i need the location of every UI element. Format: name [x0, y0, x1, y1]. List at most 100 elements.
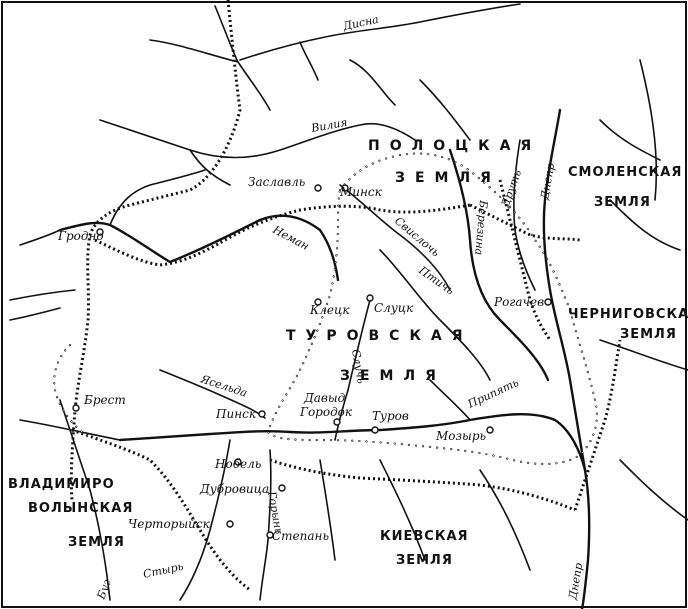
label-polotsk-1: ПОЛОЦКАЯ [368, 138, 541, 154]
river-disna-tributary [299, 41, 319, 81]
river-pripyat-west [19, 419, 121, 441]
town-zaslavl [314, 184, 322, 192]
label-rogachev: Рогачев [493, 295, 544, 309]
label-vladimir-3: ЗЕМЛЯ [68, 535, 125, 550]
label-grodno: Гродно [57, 229, 104, 243]
river-south-3 [479, 469, 531, 571]
label-kletsk: Клецк [309, 303, 350, 317]
label-smolensk-2: ЗЕМЛЯ [594, 195, 651, 210]
river-drut [513, 139, 536, 291]
label-zaslavl: Заславль [248, 175, 305, 189]
label-river-styr: Стырь [142, 560, 185, 581]
label-brest: Брест [83, 393, 126, 407]
town-stepan [266, 531, 274, 539]
river-dnepr-trib-e2 [609, 199, 681, 251]
label-chernigov-2: ЗЕМЛЯ [620, 327, 677, 342]
label-kiev-2: ЗЕМЛЯ [396, 553, 453, 568]
town-turov [371, 426, 379, 434]
river-south-2 [379, 459, 426, 561]
river-viliya [99, 119, 416, 159]
label-nobel: Нобель [214, 457, 261, 471]
label-river-neman: Неман [270, 223, 311, 253]
label-vladimir-2: ВОЛЫНСКАЯ [28, 501, 133, 516]
border-turov-dotted-inner [267, 153, 598, 465]
region-labels: ПОЛОЦКАЯ ЗЕМЛЯ СМОЛЕНСКАЯ ЗЕМЛЯ ТУРОВСКА… [8, 138, 688, 568]
label-polotsk-2: ЗЕМЛЯ [395, 170, 501, 186]
label-river-sluch: Случь [349, 348, 368, 384]
border-kiev [269, 458, 576, 512]
river-goryn [259, 449, 272, 601]
river-pripyat [118, 413, 587, 472]
label-kiev-1: КИЕВСКАЯ [380, 529, 469, 544]
label-river-bug: Буг [94, 577, 114, 602]
label-turov-1: ТУРОВСКАЯ [286, 328, 473, 344]
label-chertoryisk: Черторыйск [128, 517, 211, 531]
river-north-d [419, 79, 471, 141]
label-river-goryn: Горынь [265, 489, 285, 535]
river-north-b [149, 39, 271, 111]
label-slutsk: Слуцк [374, 301, 414, 315]
city-labels: Заславль Минск Гродно Клецк Слуцк Рогаче… [57, 175, 544, 543]
town-david-gorodok [333, 418, 341, 426]
border-dnepr-south [573, 339, 622, 511]
town-kletsk [314, 298, 322, 306]
town-chertoryisk [226, 520, 234, 528]
river-berezina [448, 148, 550, 382]
town-grodno [96, 228, 104, 236]
town-rogachev [544, 298, 552, 306]
border-west-northsouth [69, 0, 242, 501]
borders [53, 0, 622, 592]
town-nobel [234, 458, 242, 466]
river-sozh [639, 59, 658, 201]
label-river-berezina: Березина [472, 199, 490, 256]
label-minsk: Минск [339, 185, 383, 199]
river-dnepr-north [542, 108, 591, 609]
river-neman-west [19, 229, 61, 246]
river-west-1 [9, 289, 76, 301]
label-chernigov-1: ЧЕРНИГОВСКАЯ [568, 307, 688, 322]
river-south-1 [319, 459, 336, 561]
town-slutsk [366, 294, 374, 302]
label-stepan: Степань [272, 529, 329, 543]
label-river-pripyat: Припять [465, 376, 521, 411]
label-turov-2: ЗЕМЛЯ [340, 368, 446, 384]
river-ptich [379, 249, 491, 381]
label-mozyr: Мозырь [435, 429, 486, 443]
river-dnepr-trib-e3 [599, 339, 688, 371]
river-north-c [349, 59, 396, 106]
river-bug [59, 399, 111, 601]
label-david-2: Городок [299, 405, 353, 419]
label-river-disna: Дисна [341, 13, 380, 33]
town-mozyr [486, 426, 494, 434]
label-river-yaselda: Ясельда [198, 372, 249, 400]
town-dubrovitsa [278, 484, 286, 492]
river-pripyat-trib [429, 379, 471, 421]
river-dnepr-trib-e1 [599, 119, 661, 161]
town-brest [72, 404, 80, 412]
label-river-viliya: Вилия [309, 116, 348, 135]
label-turov: Туров [372, 409, 409, 423]
border-berezina [498, 179, 552, 341]
river-yaselda [159, 369, 266, 419]
label-pinsk: Пинск [215, 407, 257, 421]
label-vladimir-1: ВЛАДИМИРО [8, 477, 115, 492]
label-river-drut: Друть [498, 168, 524, 210]
river-styr [179, 439, 231, 601]
towns [72, 184, 552, 539]
label-river-dnepr-north: Днепр [538, 162, 557, 202]
label-smolensk-1: СМОЛЕНСКАЯ [568, 165, 682, 180]
river-disna [239, 3, 521, 61]
label-dubrovitsa: Дубровица [199, 482, 269, 496]
label-river-dnepr-south: Днепр [566, 562, 585, 602]
river-viliya-trib [189, 149, 231, 186]
label-david-1: Давыд [303, 391, 346, 405]
river-north-a [214, 5, 239, 63]
river-network [9, 3, 688, 609]
town-pinsk [258, 410, 266, 418]
river-svisloch [339, 184, 451, 291]
label-river-svisloch: Свислочь [392, 214, 442, 259]
river-south-4 [619, 459, 688, 521]
river-neman-north [109, 169, 206, 226]
town-minsk [341, 184, 349, 192]
